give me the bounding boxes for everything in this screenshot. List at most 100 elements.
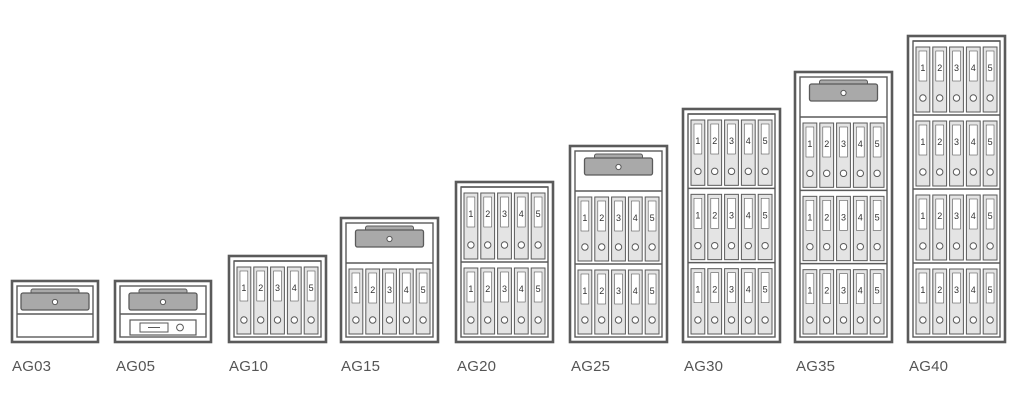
binder-label-window: [985, 124, 995, 156]
binder-number: 5: [763, 210, 768, 220]
binder-label-window: [822, 273, 831, 304]
binder-ring: [385, 316, 394, 324]
binder-number: 2: [258, 283, 263, 293]
binder-ring: [969, 316, 977, 324]
binder-label-window: [693, 198, 703, 229]
binder-number: 2: [485, 284, 490, 294]
binder-number: 4: [858, 212, 863, 222]
binder-ring: [467, 316, 475, 324]
binder-number: 3: [729, 136, 734, 146]
binder-ring: [873, 242, 881, 251]
binder-ring: [598, 316, 606, 324]
binder-ring: [631, 243, 639, 251]
binder-label-window: [727, 198, 736, 229]
binder-number: 1: [920, 63, 925, 73]
binder-label-window: [805, 273, 815, 304]
binder-label-window: [822, 200, 831, 231]
binder-number: 4: [971, 211, 976, 221]
binder-label-window: [727, 123, 736, 155]
binder-label-window: [969, 124, 978, 156]
binder-label-window: [760, 198, 770, 229]
binder-label-window: [856, 200, 865, 231]
binder-ring: [581, 316, 589, 324]
binder-label-window: [918, 50, 928, 82]
binder-number: 4: [746, 136, 751, 146]
binder-ring: [986, 316, 994, 324]
binder-label-window: [856, 273, 865, 304]
binder-ring: [919, 168, 927, 176]
binder-ring: [839, 316, 848, 324]
binder-ring: [969, 94, 977, 102]
binder-ring: [856, 316, 864, 324]
binder-number: 2: [712, 136, 717, 146]
binder-ring: [823, 169, 831, 178]
binder-ring: [744, 241, 752, 250]
model-label-ag15: AG15: [341, 358, 381, 375]
binder-ring: [307, 316, 315, 324]
binder-ring: [727, 316, 736, 324]
binder-number: 1: [468, 209, 473, 219]
binder-ring: [744, 316, 752, 324]
binder-ring: [648, 316, 656, 324]
binder-number: 2: [712, 285, 717, 295]
binder-ring: [839, 169, 848, 178]
binder-label-window: [710, 123, 719, 155]
binder-ring: [581, 243, 589, 251]
binder-ring: [727, 241, 736, 250]
binder-number: 2: [712, 210, 717, 220]
binder-label-window: [466, 196, 476, 228]
binder-label-window: [744, 123, 753, 155]
binder-number: 1: [807, 139, 812, 149]
binder-ring: [936, 316, 944, 324]
binder-ring: [273, 316, 282, 324]
binder-label-window: [872, 200, 882, 231]
binder-label-window: [952, 272, 961, 304]
binder-number: 3: [841, 286, 846, 296]
binder-number: 5: [763, 136, 768, 146]
binder-ring: [969, 242, 977, 250]
binder-label-window: [466, 271, 476, 303]
binder-label-window: [290, 270, 299, 302]
binder-ring: [369, 316, 377, 324]
binder-number: 5: [650, 286, 655, 296]
binder-number: 3: [387, 285, 392, 295]
binder-ring: [856, 169, 864, 178]
binder-number: 3: [954, 211, 959, 221]
binder-number: 5: [650, 213, 655, 223]
binder-ring: [952, 94, 961, 102]
binder-number: 3: [729, 285, 734, 295]
binder-label-window: [872, 273, 882, 304]
binder-label-window: [856, 126, 865, 158]
binder-number: 2: [937, 137, 942, 147]
binder-ring: [648, 243, 656, 251]
binder-label-window: [839, 200, 848, 231]
binder-number: 1: [807, 286, 812, 296]
binder-label-window: [306, 270, 316, 302]
binder-label-window: [760, 123, 770, 155]
binder-number: 2: [937, 211, 942, 221]
binder-number: 3: [275, 283, 280, 293]
binder-number: 3: [841, 139, 846, 149]
binder-label-window: [533, 271, 543, 303]
binder-ring: [484, 241, 492, 249]
binder-label-window: [597, 200, 606, 232]
binder-ring: [761, 241, 769, 250]
binder-label-window: [597, 273, 606, 305]
binder-label-window: [952, 198, 961, 230]
binder-label-window: [500, 271, 509, 303]
cash-box-lock: [51, 298, 59, 306]
binder-number: 4: [858, 139, 863, 149]
binder-number: 1: [468, 284, 473, 294]
binder-ring: [823, 242, 831, 251]
binder-label-window: [744, 272, 753, 303]
binder-ring: [598, 243, 606, 251]
cash-box-lock: [615, 163, 622, 171]
binder-label-window: [918, 198, 928, 230]
binder-label-window: [256, 270, 265, 302]
binder-label-window: [500, 196, 509, 228]
model-label-ag30: AG30: [684, 358, 724, 375]
binder-ring: [823, 316, 831, 324]
binder-number: 3: [841, 212, 846, 222]
